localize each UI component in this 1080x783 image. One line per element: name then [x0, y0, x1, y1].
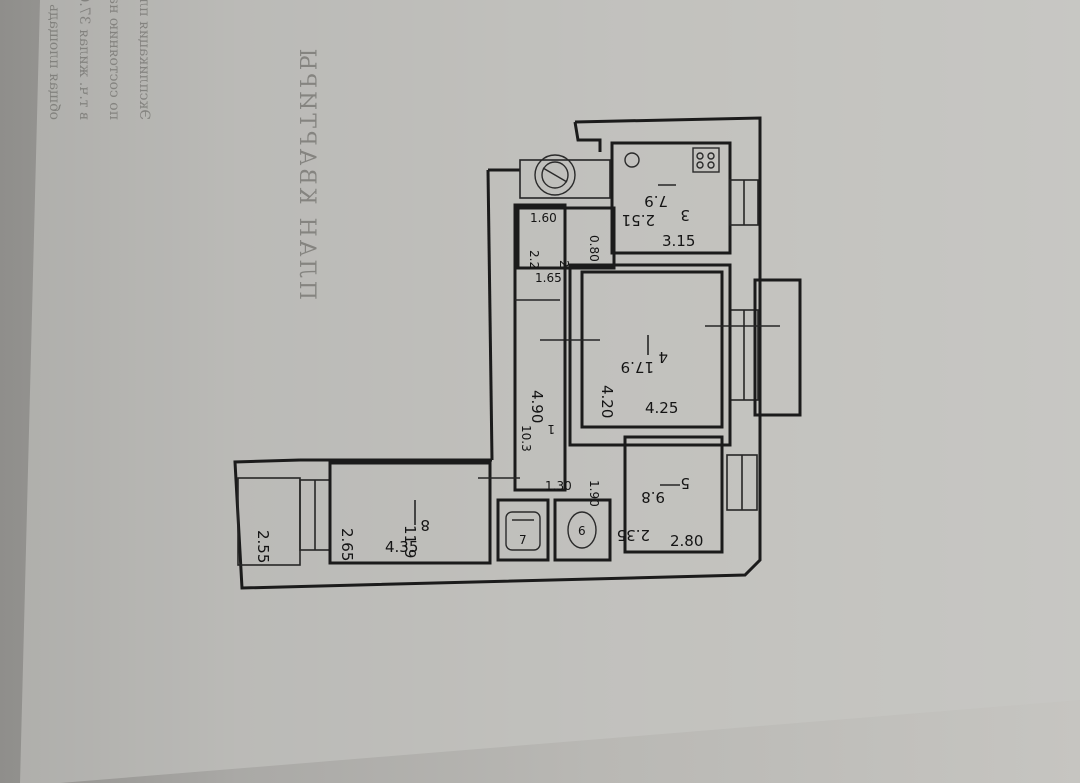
- entry-number: 2: [557, 260, 571, 268]
- outer-wall-top: [573, 121, 602, 152]
- paper-sheet: [20, 0, 1080, 783]
- entry-outline: [516, 206, 616, 270]
- room-5-outline: [623, 435, 724, 554]
- room-4-width: 4.25: [645, 399, 678, 417]
- stair-line: [542, 167, 568, 183]
- room-3: 3 7.9 2.51 3.15: [610, 141, 732, 255]
- room-5-area: 9.8: [641, 488, 665, 506]
- room-6-number: 6: [578, 524, 586, 538]
- room-7-number: 7: [519, 533, 527, 547]
- burner-icon: [707, 161, 715, 169]
- room-8-outline: [328, 461, 492, 565]
- bathroom-outline: [496, 498, 550, 562]
- balcony: 2.55: [237, 477, 301, 566]
- room-8-number: 8: [420, 516, 430, 534]
- room-8-area: 11.9: [401, 525, 419, 558]
- outer-walls: [233, 116, 762, 590]
- ghost-line-1: Экспликация площади квартиры: [136, 0, 152, 120]
- room-5-number: 5: [680, 474, 690, 492]
- entry-width: 1.65: [535, 271, 562, 285]
- burner-icon: [707, 152, 715, 160]
- toilet-room-outline: [553, 498, 612, 562]
- corridor-outline: [513, 203, 567, 492]
- entry-length: 1.60: [530, 211, 557, 225]
- room-3-length: 2.51: [622, 211, 655, 229]
- burner-icon: [696, 161, 704, 169]
- room-5-width: 2.80: [670, 532, 703, 550]
- room-5: 5 9.8 2.35 2.80: [617, 435, 724, 554]
- entry: 1.60 1.65 2 2.2 0.80: [516, 154, 616, 285]
- stove-icon: [692, 147, 720, 173]
- ghost-line-3: в т.ч. жилая 37.6: [76, 0, 92, 120]
- room-4-length: 4.20: [598, 385, 616, 418]
- bathtub-icon: [505, 511, 541, 551]
- sanitary-block: 7 6: [496, 498, 612, 562]
- balcony-outline: [237, 477, 301, 566]
- room-8: 8 11.9 2.65 4.35: [328, 461, 520, 565]
- room-5-length: 2.35: [617, 526, 650, 544]
- room-3-width: 3.15: [662, 232, 695, 250]
- toilet-icon: [567, 511, 597, 549]
- gas-meter-icon: [624, 152, 640, 168]
- dim-1-30: 1.30: [545, 479, 572, 493]
- balcony-depth: 2.55: [254, 530, 272, 563]
- bay-window: [753, 278, 802, 417]
- room-4: 4 17.9 4.20 4.25: [540, 263, 780, 447]
- corridor-number: 1: [547, 422, 555, 436]
- vestibule-outline: [519, 159, 611, 199]
- room-4-inner: [580, 270, 724, 429]
- dim-0-80: 0.80: [587, 235, 601, 262]
- stair-well-icon: [534, 154, 576, 196]
- ghost-line-2: по состоянию на 1988 г.: [106, 0, 122, 120]
- room-8-width: 4.35: [385, 538, 418, 556]
- room-4-area: 17.9: [621, 358, 654, 376]
- reverse-side-text: ПЛАН КВАРТИРЫ: [294, 46, 319, 300]
- room-4-outline: [568, 263, 732, 447]
- room-4-number: 4: [658, 348, 668, 366]
- corridor-area: 10.3: [519, 425, 533, 452]
- burner-icon: [696, 152, 704, 160]
- ghost-line-4: общая площадь 60.5: [46, 0, 62, 120]
- stair-core-icon: [541, 161, 569, 189]
- corridor-outer-wall: [486, 169, 494, 461]
- reverse-side-lines: Экспликация площади квартиры по состояни…: [46, 0, 152, 120]
- room-3-area: 7.9: [644, 192, 668, 210]
- ghost-title: ПЛАН КВАРТИРЫ: [294, 46, 319, 300]
- dim-1-90: 1.90: [587, 480, 601, 507]
- entry-area: 2.2: [527, 250, 541, 269]
- corridor-length: 4.90: [528, 390, 546, 423]
- room-8-length: 2.65: [338, 528, 356, 561]
- outer-wall-line: [233, 116, 762, 590]
- room-3-number: 3: [680, 206, 690, 224]
